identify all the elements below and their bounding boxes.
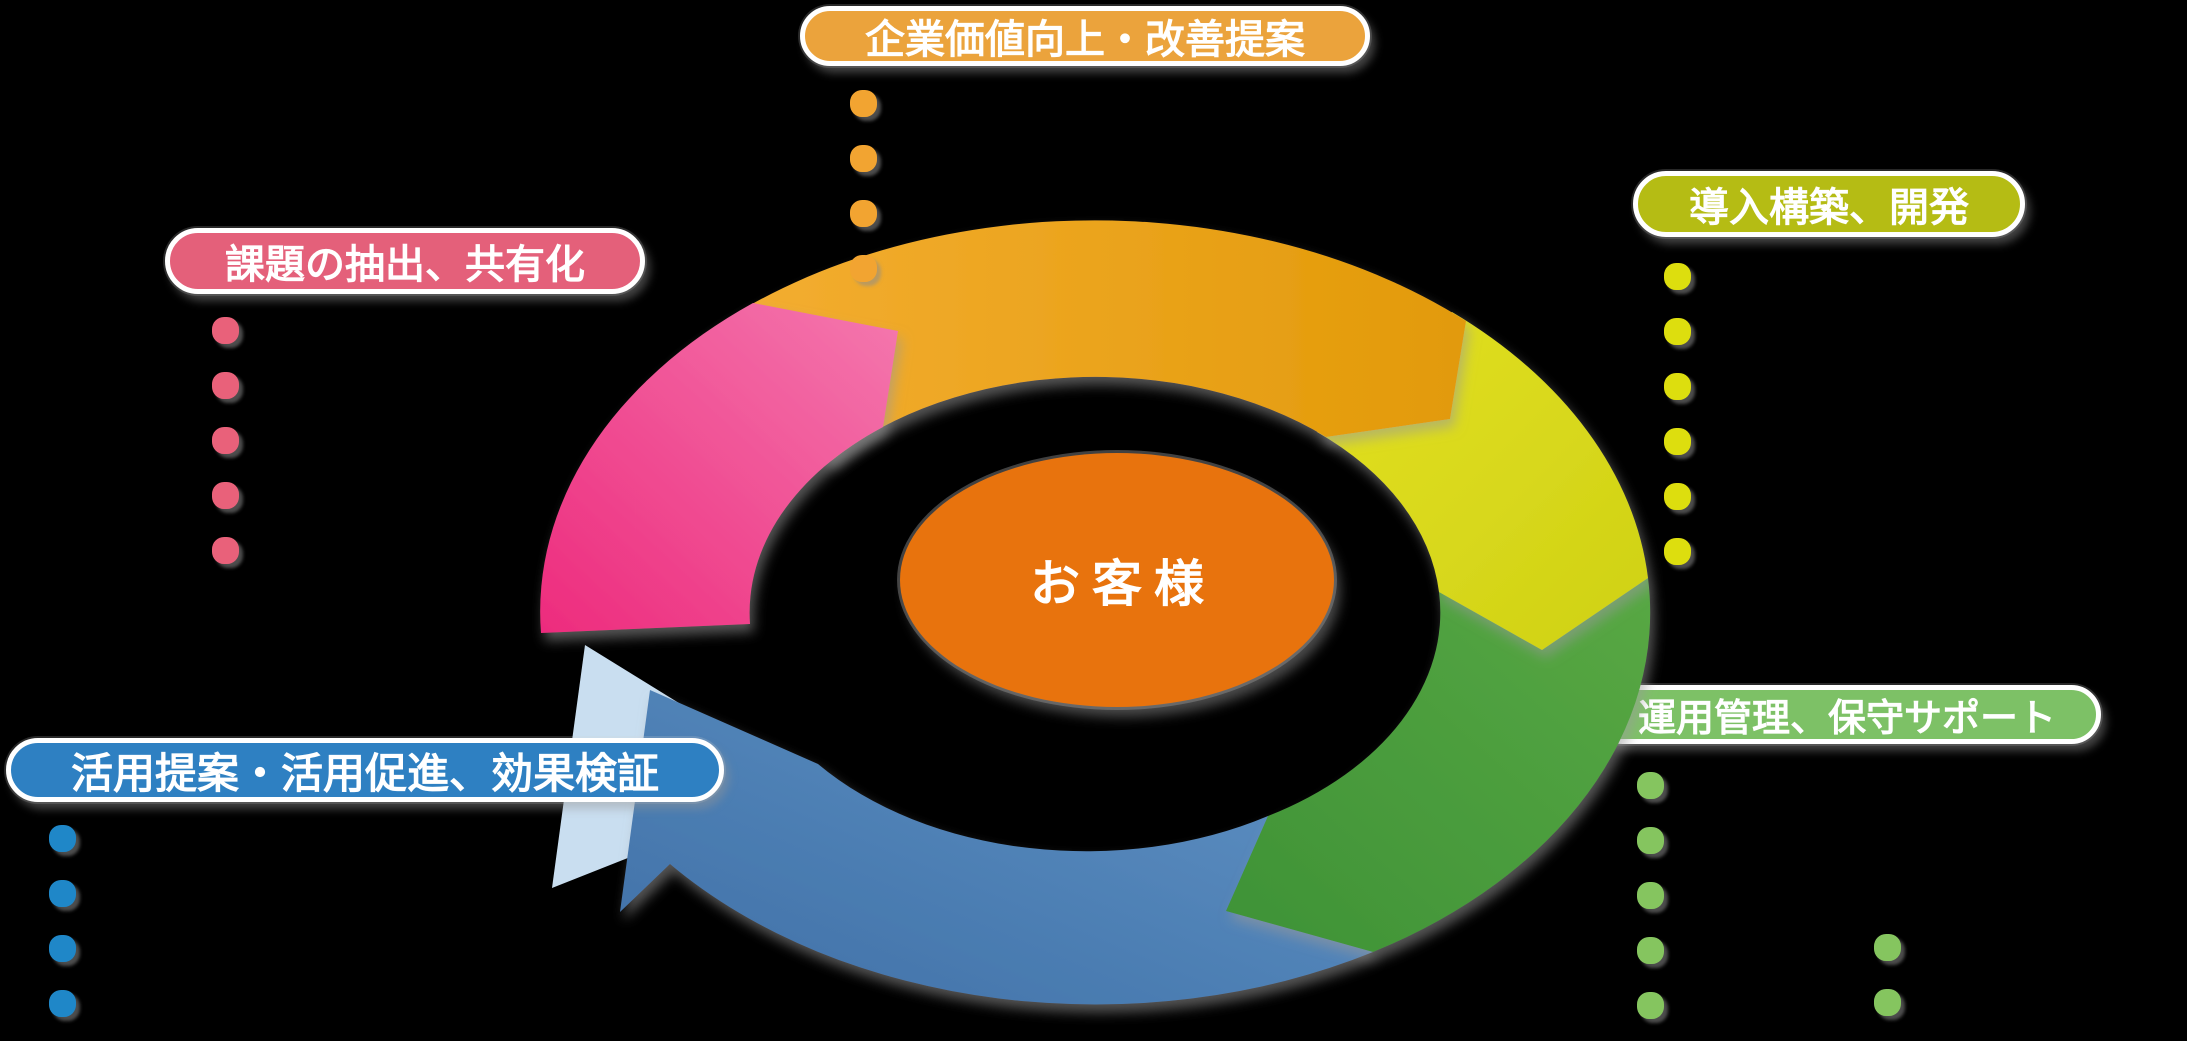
connector-dot <box>1874 989 1901 1016</box>
connector-dot <box>850 255 877 282</box>
connector-dot <box>212 427 239 454</box>
connector-dot <box>49 825 76 852</box>
connector-dot <box>212 372 239 399</box>
connector-dot <box>1664 483 1691 510</box>
connector-dot <box>1664 373 1691 400</box>
customer-label: お客様 <box>1030 556 1216 612</box>
connector-dot <box>850 90 877 117</box>
arrow-issues <box>540 303 898 633</box>
connector-dot <box>1637 937 1664 964</box>
pill-operation-label: 運用管理、保守サポート <box>1637 698 2056 740</box>
connector-dot <box>49 935 76 962</box>
connector-dot <box>1637 827 1664 854</box>
connector-dot <box>1664 318 1691 345</box>
connector-dots-issues <box>212 317 239 564</box>
connector-dots-deployment <box>1664 263 1691 565</box>
connector-dot <box>1637 772 1664 799</box>
pill-utilization-label: 活用提案・活用促進、効果検証 <box>70 749 659 797</box>
connector-dot <box>212 537 239 564</box>
connector-dot <box>212 317 239 344</box>
connector-dot <box>850 145 877 172</box>
connector-dots-operation-2 <box>1874 934 1901 1016</box>
connector-dot <box>1664 538 1691 565</box>
connector-dots-operation <box>1637 772 1664 1019</box>
connector-dot <box>1664 428 1691 455</box>
pill-improvement-label: 企業価値向上・改善提案 <box>865 18 1305 62</box>
connector-dot <box>49 990 76 1017</box>
connector-dots-utilization <box>49 825 76 1017</box>
connector-dots-improvement <box>850 90 877 282</box>
pill-deployment: 導入構築、開発 <box>1633 171 2025 237</box>
pill-utilization: 活用提案・活用促進、効果検証 <box>6 738 724 802</box>
pill-improvement: 企業価値向上・改善提案 <box>800 6 1370 66</box>
connector-dot <box>1637 882 1664 909</box>
pill-deployment-label: 導入構築、開発 <box>1689 186 1969 230</box>
customer-ellipse: お客様 <box>900 453 1334 707</box>
connector-dot <box>1637 992 1664 1019</box>
connector-dot <box>49 880 76 907</box>
connector-dot <box>1874 934 1901 961</box>
connector-dot <box>850 200 877 227</box>
pill-issues-label: 課題の抽出、共有化 <box>225 243 585 287</box>
arrow-utilization <box>620 690 1373 1005</box>
connector-dot <box>1664 263 1691 290</box>
pill-issues: 課題の抽出、共有化 <box>165 228 645 294</box>
connector-dot <box>212 482 239 509</box>
arrow-operation <box>1226 578 1651 952</box>
